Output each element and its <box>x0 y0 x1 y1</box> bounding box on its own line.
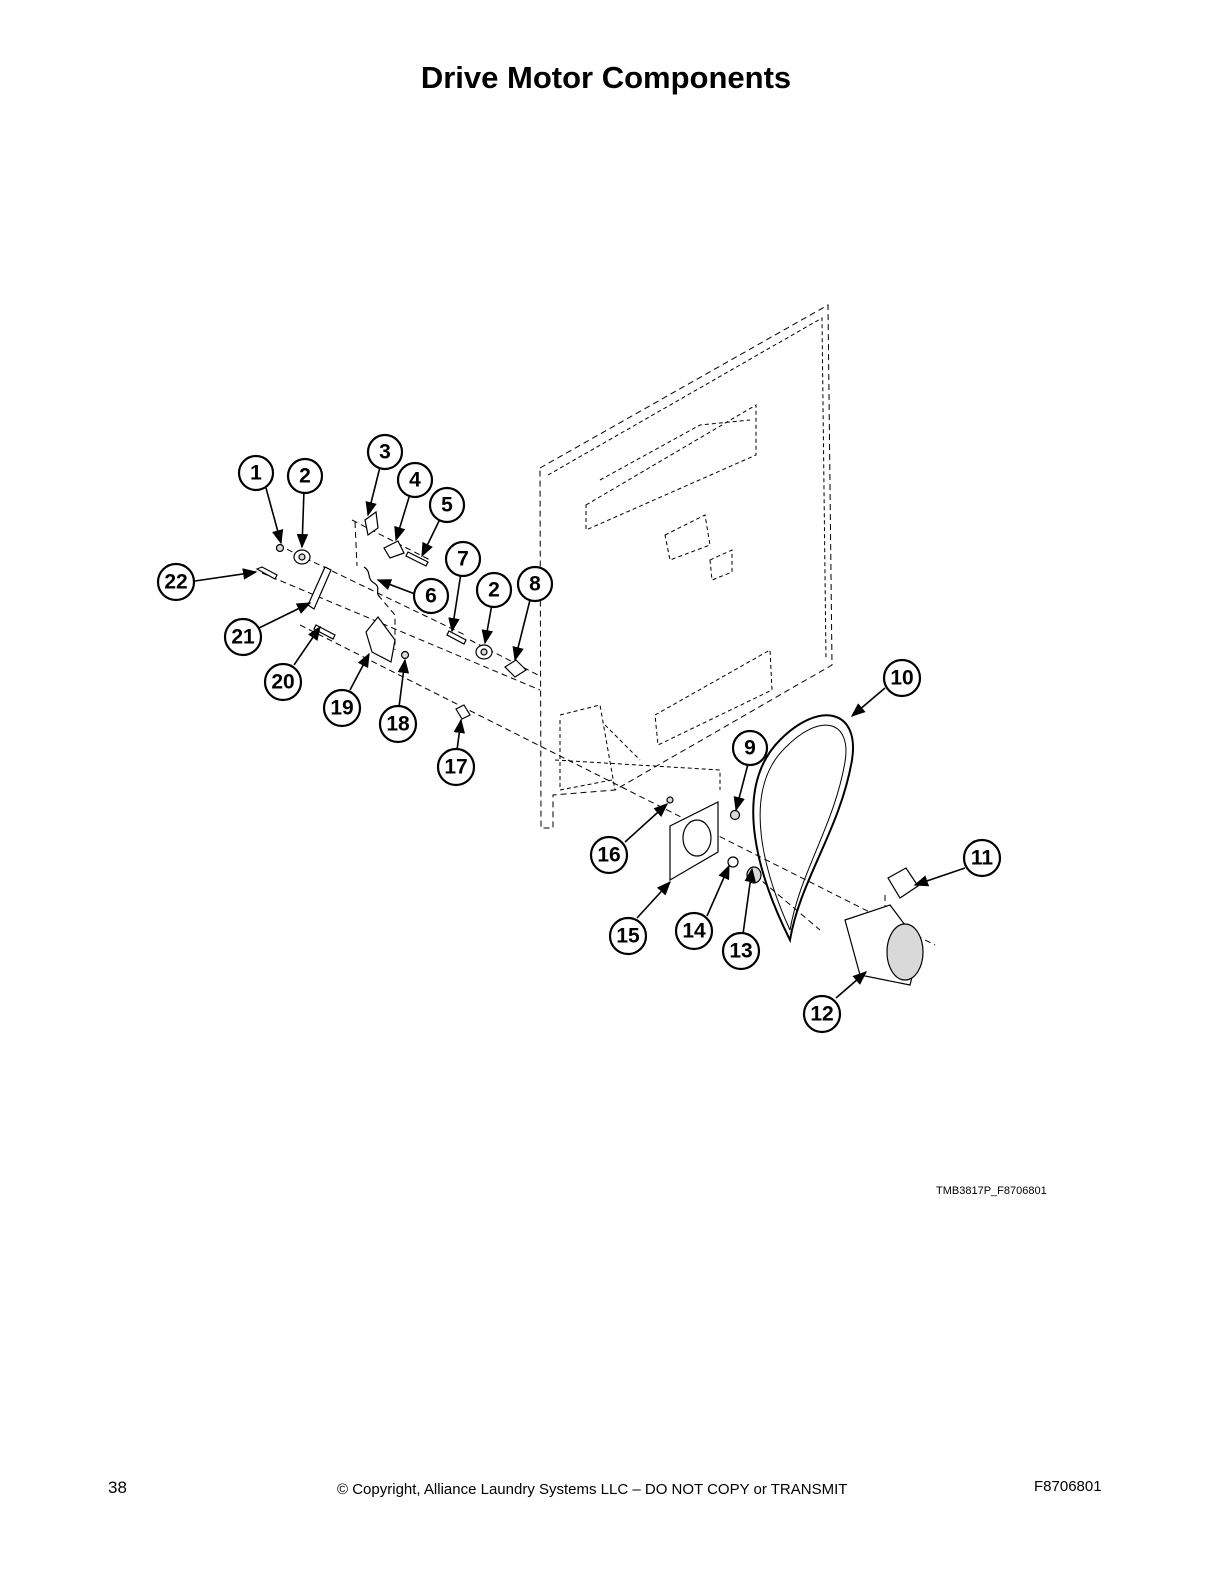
callout-12: 12 <box>802 994 842 1034</box>
callout-6: 6 <box>412 577 450 615</box>
callout-label: 12 <box>810 1003 833 1026</box>
callout-20: 20 <box>263 662 303 702</box>
callout-label: 9 <box>744 737 756 760</box>
callout-2: 2 <box>286 457 324 495</box>
callout-17: 17 <box>436 747 476 787</box>
callout-label: 18 <box>386 713 410 736</box>
callout-11: 11 <box>962 838 1002 878</box>
callout-1: 1 <box>237 454 275 492</box>
callout-label: 1 <box>250 462 262 485</box>
callout-21: 21 <box>223 617 263 657</box>
callout-label: 11 <box>971 847 994 870</box>
parts <box>255 510 924 986</box>
callout-label: 15 <box>616 925 640 948</box>
callout-label: 7 <box>457 548 469 571</box>
figure-code: TMB3817P_F8706801 <box>936 1185 1047 1197</box>
callout-13: 13 <box>721 931 761 971</box>
callout-8: 8 <box>516 565 554 603</box>
copyright-notice: © Copyright, Alliance Laundry Systems LL… <box>337 1481 848 1498</box>
document-number: F8706801 <box>1034 1478 1102 1495</box>
callout-label: 22 <box>164 571 187 594</box>
callout-label: 4 <box>409 469 421 492</box>
callout-label: 21 <box>231 626 255 649</box>
callout-22: 22 <box>156 562 196 602</box>
callout-label: 2 <box>299 465 311 488</box>
callout-16: 16 <box>589 835 629 875</box>
callout-14: 14 <box>674 911 714 951</box>
callout-label: 20 <box>271 671 294 694</box>
callout-label: 10 <box>890 667 913 690</box>
callout-label: 14 <box>682 920 706 943</box>
callout-7: 7 <box>444 540 482 578</box>
callout-label: 13 <box>729 940 752 963</box>
callout-label: 5 <box>441 494 453 517</box>
callout-label: 2 <box>488 579 500 602</box>
callout-19: 19 <box>322 688 362 728</box>
callout-label: 16 <box>597 844 620 867</box>
leader-lines <box>194 466 966 999</box>
callout-3: 3 <box>366 433 404 471</box>
callout-2: 2 <box>475 571 513 609</box>
callout-5: 5 <box>428 486 466 524</box>
callout-10: 10 <box>882 658 922 698</box>
cabinet-panel <box>539 304 833 829</box>
callout-label: 19 <box>330 697 353 720</box>
page-number: 38 <box>108 1478 127 1497</box>
callout-4: 4 <box>396 461 434 499</box>
assembly-lines <box>261 519 936 946</box>
callout-label: 17 <box>444 756 467 779</box>
callout-15: 15 <box>608 916 648 956</box>
callout-label: 8 <box>529 573 541 596</box>
page-title: Drive Motor Components <box>420 60 792 95</box>
callout-label: 6 <box>425 585 437 608</box>
callout-label: 3 <box>379 441 391 464</box>
callout-9: 9 <box>731 729 769 767</box>
callout-18: 18 <box>378 704 418 744</box>
